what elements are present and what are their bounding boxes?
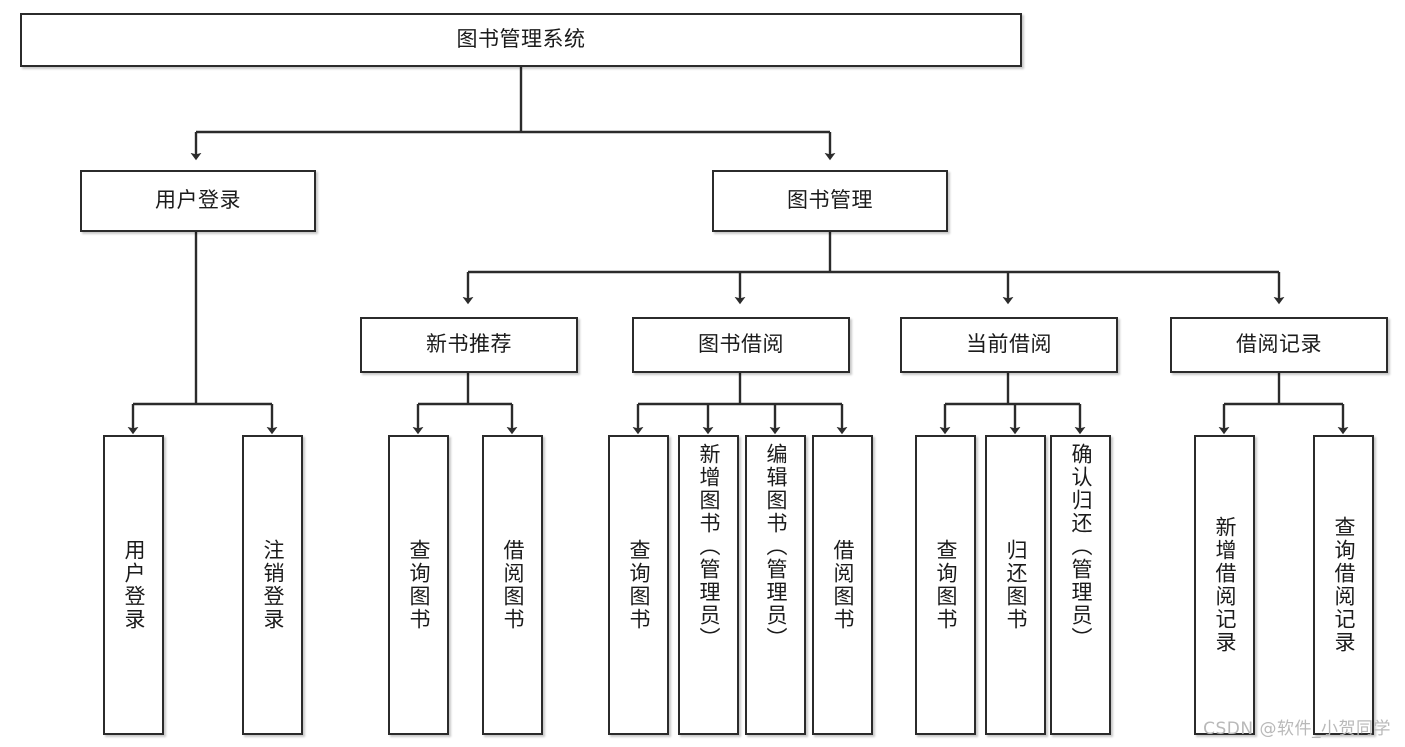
node-root-book-management-system[interactable]: 图书管理系统 <box>20 13 1022 67</box>
connector-new-book-recommend-to-leaves <box>412 373 518 435</box>
node-leaf-user-login[interactable]: 用户登录 <box>103 435 164 735</box>
node-label: 用户登录 <box>155 188 241 213</box>
node-user-login[interactable]: 用户登录 <box>80 170 316 232</box>
node-leaf-confirm-return-admin[interactable]: 确认归还（管理员） <box>1050 435 1111 735</box>
connector-current-borrow-to-leaves <box>939 373 1086 435</box>
node-leaf-return-book[interactable]: 归还图书 <box>985 435 1046 735</box>
node-leaf-add-borrow-record[interactable]: 新增借阅记录 <box>1194 435 1255 735</box>
node-label: 查询图书 <box>934 539 958 631</box>
node-label: 查询借阅记录 <box>1332 516 1356 654</box>
node-label: 当前借阅 <box>966 332 1052 357</box>
node-label: 图书管理系统 <box>456 27 586 52</box>
node-label: 新增借阅记录 <box>1213 516 1237 654</box>
node-label: 编辑图书（管理员） <box>764 443 788 650</box>
connector-user-login-to-leaves <box>127 232 278 435</box>
node-label: 新书推荐 <box>426 332 512 357</box>
node-new-book-recommend[interactable]: 新书推荐 <box>360 317 578 373</box>
node-leaf-query-book-current[interactable]: 查询图书 <box>915 435 976 735</box>
connector-book-borrow-to-leaves <box>632 373 848 435</box>
node-label: 确认归还（管理员） <box>1069 443 1093 650</box>
node-label: 新增图书（管理员） <box>697 443 721 650</box>
node-leaf-edit-book-admin[interactable]: 编辑图书（管理员） <box>745 435 806 735</box>
node-label: 用户登录 <box>122 539 146 631</box>
node-current-borrow[interactable]: 当前借阅 <box>900 317 1118 373</box>
node-leaf-logout-login[interactable]: 注销登录 <box>242 435 303 735</box>
node-leaf-query-book-borrow[interactable]: 查询图书 <box>608 435 669 735</box>
node-label: 图书管理 <box>787 188 873 213</box>
node-leaf-query-book-recommend[interactable]: 查询图书 <box>388 435 449 735</box>
node-book-manage[interactable]: 图书管理 <box>712 170 948 232</box>
node-label: 借阅图书 <box>501 539 525 631</box>
connector-root-to-level1 <box>190 67 836 161</box>
node-label: 图书借阅 <box>698 332 784 357</box>
node-label: 查询图书 <box>627 539 651 631</box>
node-label: 查询图书 <box>407 539 431 631</box>
node-borrow-record[interactable]: 借阅记录 <box>1170 317 1388 373</box>
node-label: 注销登录 <box>261 539 285 631</box>
node-leaf-query-borrow-record[interactable]: 查询借阅记录 <box>1313 435 1374 735</box>
node-label: 借阅记录 <box>1236 332 1322 357</box>
node-leaf-borrow-book-borrow[interactable]: 借阅图书 <box>812 435 873 735</box>
watermark-text: CSDN @软件_小贺同学 <box>1203 719 1391 739</box>
node-leaf-add-book-admin[interactable]: 新增图书（管理员） <box>678 435 739 735</box>
node-label: 归还图书 <box>1004 539 1028 631</box>
node-label: 借阅图书 <box>831 539 855 631</box>
node-book-borrow[interactable]: 图书借阅 <box>632 317 850 373</box>
connector-book-manage-to-level2 <box>462 232 1285 305</box>
connector-borrow-record-to-leaves <box>1218 373 1349 435</box>
node-leaf-borrow-book-recommend[interactable]: 借阅图书 <box>482 435 543 735</box>
